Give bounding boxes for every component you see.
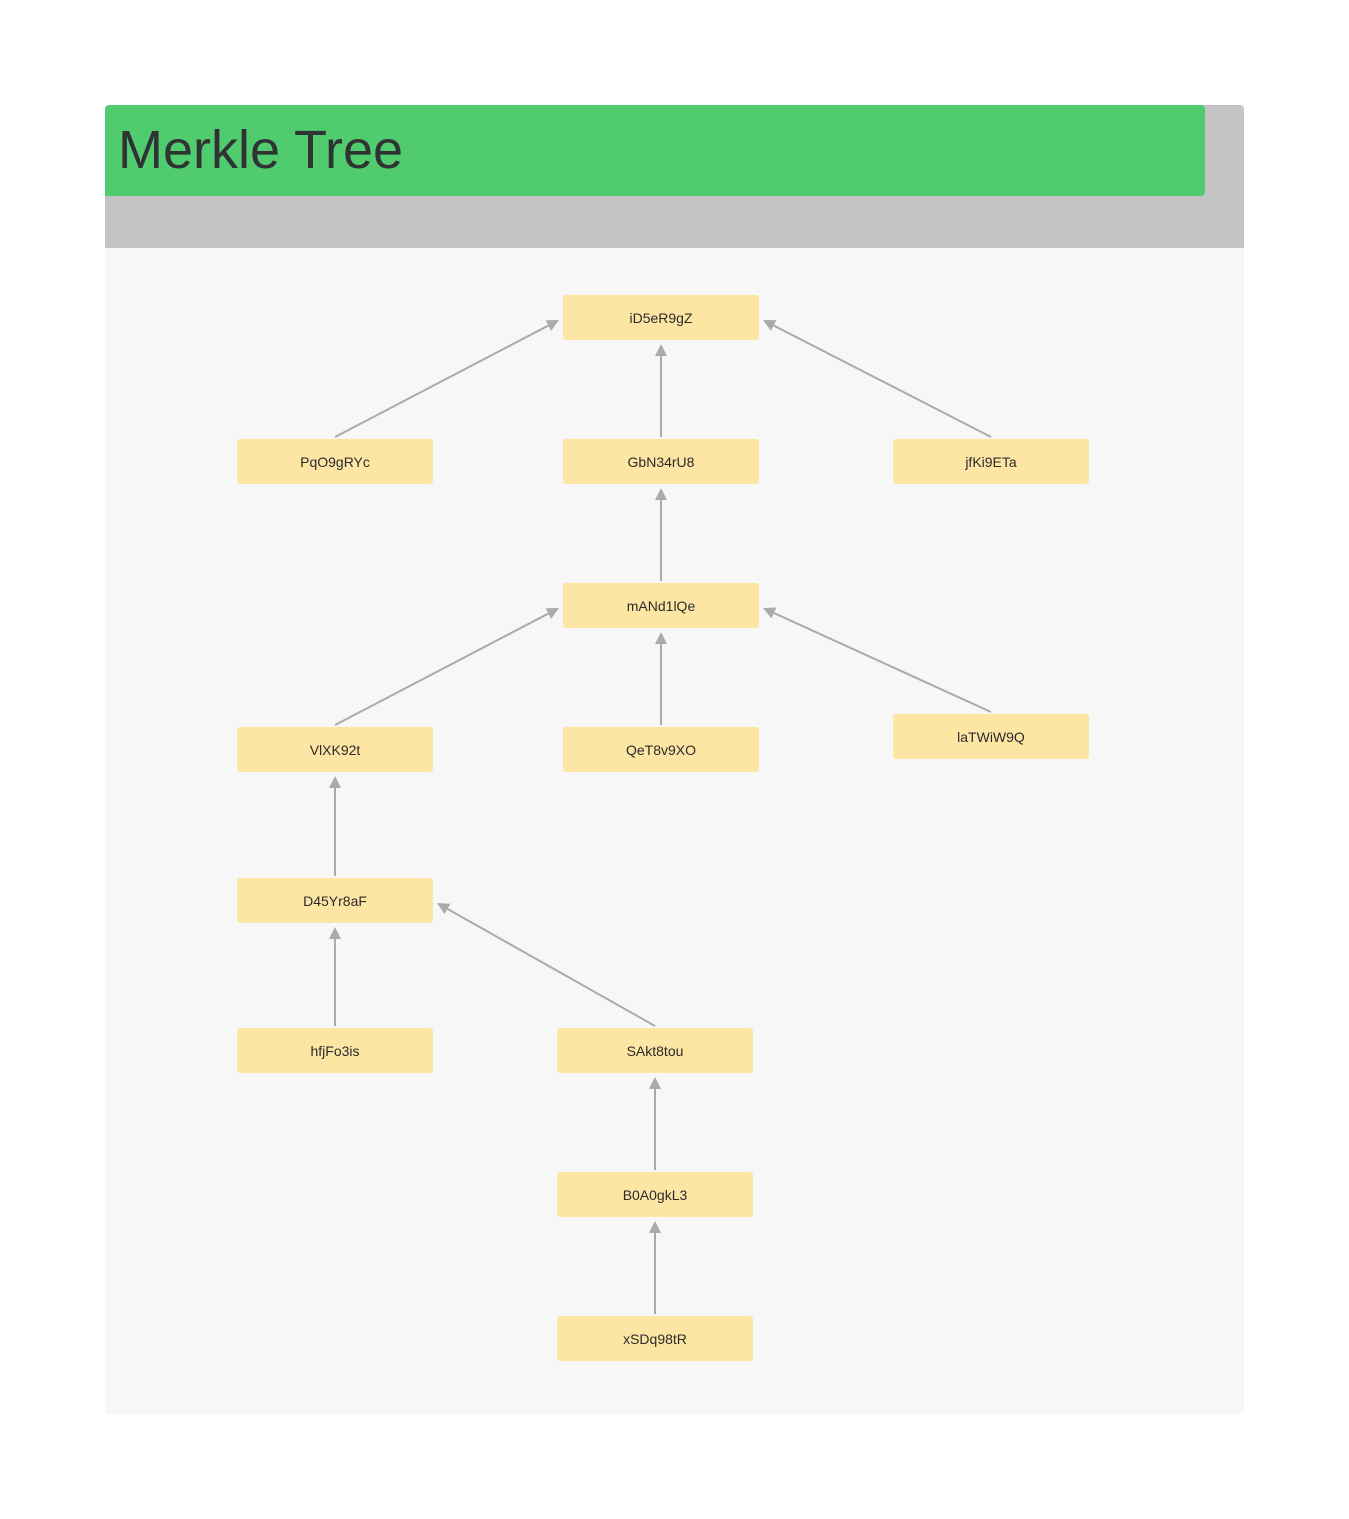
- arrowhead-icon: [545, 320, 559, 331]
- tree-node[interactable]: VlXK92t: [237, 727, 433, 772]
- tree-node[interactable]: laTWiW9Q: [893, 714, 1089, 759]
- edge-line: [334, 324, 549, 438]
- arrowhead-icon: [329, 927, 341, 939]
- edge-line: [446, 908, 656, 1027]
- tree-node[interactable]: SAkt8tou: [557, 1028, 753, 1073]
- tree-node[interactable]: iD5eR9gZ: [563, 295, 759, 340]
- tree-node[interactable]: QeT8v9XO: [563, 727, 759, 772]
- tree-node[interactable]: jfKi9ETa: [893, 439, 1089, 484]
- arrowhead-icon: [437, 903, 451, 915]
- tree-node[interactable]: D45Yr8aF: [237, 878, 433, 923]
- tree-node[interactable]: xSDq98tR: [557, 1316, 753, 1361]
- arrowhead-icon: [329, 776, 341, 788]
- arrowhead-icon: [763, 607, 777, 619]
- diagram-title: Merkle Tree: [118, 120, 404, 180]
- tree-node[interactable]: B0A0gkL3: [557, 1172, 753, 1217]
- edge-line: [773, 612, 992, 713]
- tree-node[interactable]: hfjFo3is: [237, 1028, 433, 1073]
- arrowhead-icon: [763, 320, 777, 331]
- tree-node[interactable]: GbN34rU8: [563, 439, 759, 484]
- arrowhead-icon: [545, 608, 559, 619]
- edge-line: [773, 324, 992, 438]
- title-bar: Merkle Tree: [105, 105, 1205, 196]
- arrowhead-icon: [655, 632, 667, 644]
- arrowhead-icon: [655, 488, 667, 500]
- tree-node[interactable]: mANd1lQe: [563, 583, 759, 628]
- arrowhead-icon: [655, 344, 667, 356]
- arrowhead-icon: [649, 1077, 661, 1089]
- arrowhead-icon: [649, 1221, 661, 1233]
- tree-node[interactable]: PqO9gRYc: [237, 439, 433, 484]
- edge-line: [334, 612, 549, 726]
